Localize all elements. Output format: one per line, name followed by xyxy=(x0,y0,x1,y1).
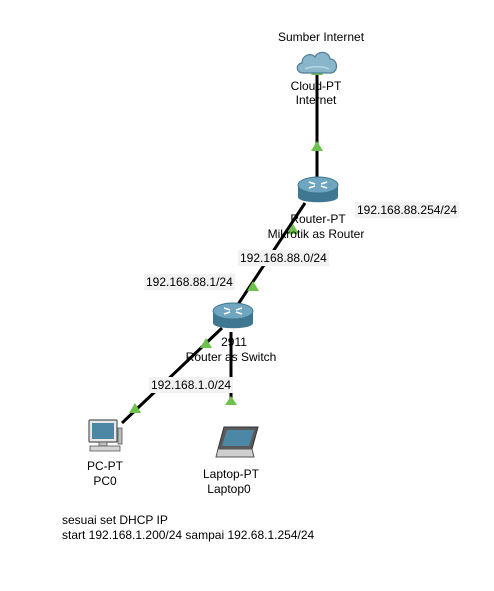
pc-type-label: PC-PT xyxy=(87,459,123,473)
link-status-indicator xyxy=(225,396,237,405)
pc-name-label: PC0 xyxy=(93,474,117,488)
router-icon[interactable] xyxy=(296,175,340,209)
cloud-icon[interactable] xyxy=(293,47,341,77)
link-status-indicator xyxy=(129,403,141,413)
cloud-name-label: Internet xyxy=(295,93,337,107)
link-status-indicator xyxy=(200,338,212,348)
laptop-icon[interactable] xyxy=(214,425,262,461)
pc-icon[interactable] xyxy=(86,418,124,454)
cloud-type-label: Cloud-PT xyxy=(290,79,342,93)
dhcp-note-line1: sesuai set DHCP IP xyxy=(62,513,168,527)
mikrotik-type-label: Router-PT xyxy=(290,212,346,226)
laptop-type-label: Laptop-PT xyxy=(202,467,260,481)
lan-network-label: 192.168.1.0/24 xyxy=(149,377,234,393)
link-status-indicator xyxy=(311,141,323,151)
router2911-type-label: 2911 xyxy=(221,335,247,349)
router2911-ip-label: 192.168.88.1/24 xyxy=(144,274,235,290)
link-status-indicator xyxy=(247,281,259,291)
wan-ip-label: 192.168.88.254/24 xyxy=(355,202,460,218)
laptop-name-label: Laptop0 xyxy=(207,482,251,496)
link-status-indicator xyxy=(287,224,299,234)
cloud-title: Sumber Internet xyxy=(277,30,365,44)
router-icon[interactable] xyxy=(211,301,255,335)
link-network-label: 192.168.88.0/24 xyxy=(238,250,329,266)
dhcp-note-line2: start 192.168.1.200/24 sampai 192.68.1.2… xyxy=(62,528,315,542)
router2911-name-label: Router as Switch xyxy=(185,350,277,364)
mikrotik-name-label: Mikrotik as Router xyxy=(267,227,365,241)
